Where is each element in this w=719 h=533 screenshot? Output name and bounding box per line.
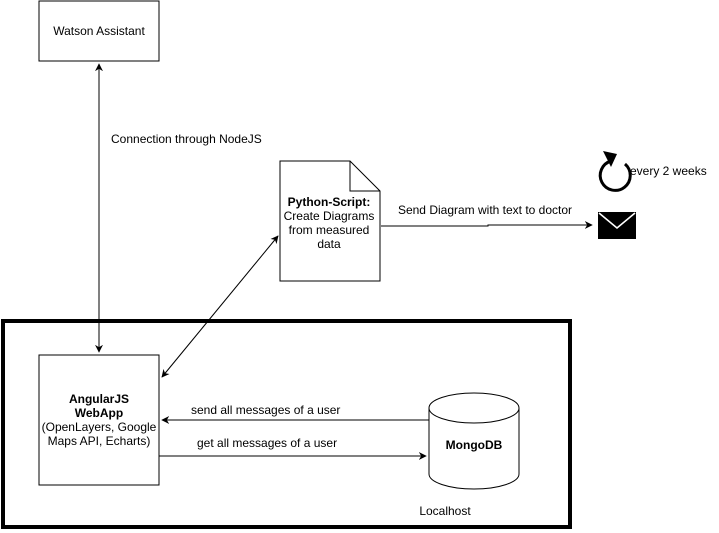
refresh-icon xyxy=(598,151,632,192)
python-script-node: Python-Script: Create Diagrams from meas… xyxy=(279,160,381,282)
schedule-group: every 2 weeks xyxy=(598,151,707,192)
webapp-title-line-2: WebApp xyxy=(75,406,123,420)
get-messages-label: get all messages of a user xyxy=(197,436,337,450)
send-diagram-label: Send Diagram with text to doctor xyxy=(398,203,572,217)
send-messages-label: send all messages of a user xyxy=(191,403,340,417)
localhost-label: Localhost xyxy=(419,504,471,518)
watson-assistant-node: Watson Assistant xyxy=(38,0,160,62)
get-messages-connection: get all messages of a user xyxy=(159,436,427,460)
webapp-line-2: Maps API, Echarts) xyxy=(48,434,151,448)
mongodb-label: MongoDB xyxy=(446,438,503,452)
localhost-container: Localhost xyxy=(1,319,572,529)
nodejs-connection-label: Connection through NodeJS xyxy=(111,132,262,146)
send-messages-connection: send all messages of a user xyxy=(161,403,429,424)
python-script-line-1: Create Diagrams xyxy=(284,209,375,223)
webapp-node: AngularJS WebApp (OpenLayers, Google Map… xyxy=(38,354,160,486)
python-script-line-3: data xyxy=(317,237,341,251)
python-webapp-connection xyxy=(161,235,279,378)
webapp-line-1: (OpenLayers, Google xyxy=(42,420,157,434)
schedule-label: every 2 weeks xyxy=(630,164,707,178)
send-diagram-connection: Send Diagram with text to doctor xyxy=(381,203,593,229)
nodejs-connection: Connection through NodeJS xyxy=(95,63,262,353)
python-script-title: Python-Script: xyxy=(288,195,371,209)
mongodb-node: MongoDB xyxy=(428,392,520,490)
webapp-title-line-1: AngularJS xyxy=(69,392,129,406)
envelope-icon xyxy=(598,212,636,239)
watson-assistant-label: Watson Assistant xyxy=(53,24,145,38)
python-script-line-2: from measured xyxy=(289,223,370,237)
